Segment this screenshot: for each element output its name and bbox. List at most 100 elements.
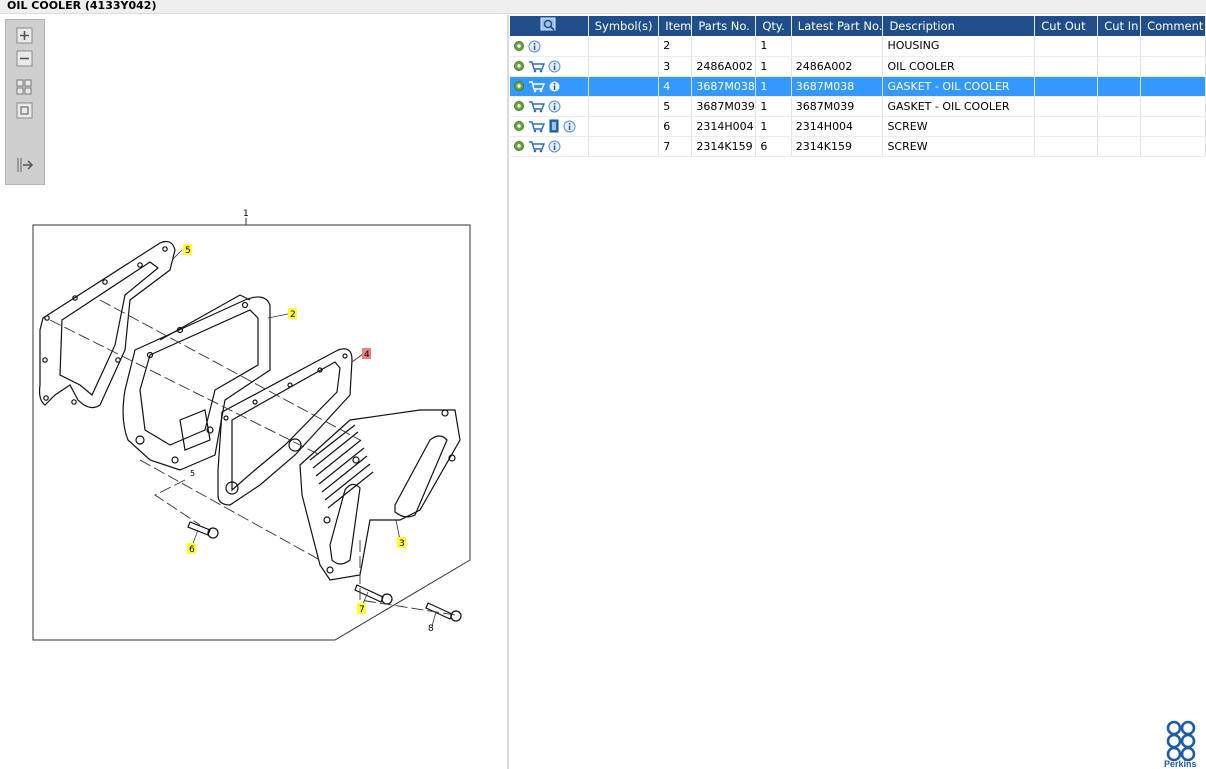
info-icon[interactable] bbox=[548, 100, 561, 113]
cut-in-cell[interactable] bbox=[1097, 136, 1142, 157]
item-cell[interactable]: 5 bbox=[658, 96, 693, 117]
latest-part-cell[interactable]: 2486A002 bbox=[791, 56, 884, 77]
cut-out-cell[interactable] bbox=[1034, 36, 1099, 57]
qty-cell[interactable]: 1 bbox=[755, 96, 792, 117]
comment-cell[interactable] bbox=[1140, 116, 1206, 137]
info-icon[interactable] bbox=[563, 120, 576, 133]
gear-icon[interactable] bbox=[513, 80, 525, 92]
cart-icon[interactable] bbox=[528, 120, 545, 133]
comment-cell[interactable] bbox=[1140, 36, 1206, 57]
cart-icon[interactable] bbox=[528, 80, 545, 93]
item-cell[interactable]: 4 bbox=[658, 76, 693, 97]
gear-icon[interactable] bbox=[513, 120, 525, 132]
callout-5b[interactable]: 5 bbox=[190, 469, 195, 478]
table-row[interactable]: 2 1 HOUSING bbox=[510, 36, 1206, 57]
info-icon[interactable] bbox=[548, 60, 561, 73]
item-cell[interactable]: 3 bbox=[658, 56, 693, 77]
cart-icon[interactable] bbox=[528, 100, 545, 113]
symbols-cell[interactable] bbox=[588, 96, 660, 117]
latest-part-cell[interactable]: 3687M039 bbox=[791, 96, 884, 117]
cut-out-cell[interactable] bbox=[1034, 136, 1099, 157]
description-cell[interactable]: OIL COOLER bbox=[882, 56, 1036, 77]
info-icon[interactable] bbox=[548, 80, 561, 93]
diagram-pane[interactable] bbox=[0, 15, 507, 769]
parts-no-column-header[interactable]: Parts No. bbox=[691, 16, 757, 36]
export-icon[interactable] bbox=[15, 156, 35, 174]
callout-4[interactable]: 4 bbox=[364, 350, 370, 360]
cut-out-cell[interactable] bbox=[1034, 56, 1099, 77]
symbols-cell[interactable] bbox=[588, 136, 660, 157]
cart-icon[interactable] bbox=[528, 60, 545, 73]
cut-in-cell[interactable] bbox=[1097, 116, 1142, 137]
zoom-out-icon[interactable] bbox=[15, 50, 35, 68]
cut-out-cell[interactable] bbox=[1034, 76, 1099, 97]
description-column-header[interactable]: Description bbox=[882, 16, 1036, 36]
comment-column-header[interactable]: Comment bbox=[1140, 16, 1206, 36]
symbols-column-header[interactable]: Symbol(s) bbox=[588, 16, 660, 36]
search-column-header[interactable] bbox=[510, 16, 589, 36]
cut-in-cell[interactable] bbox=[1097, 96, 1142, 117]
callout-3[interactable]: 3 bbox=[399, 539, 405, 549]
cut-out-cell[interactable] bbox=[1034, 116, 1099, 137]
latest-part-cell[interactable]: 2314K159 bbox=[791, 136, 884, 157]
comment-cell[interactable] bbox=[1140, 96, 1206, 117]
symbols-cell[interactable] bbox=[588, 76, 660, 97]
callout-5[interactable]: 5 bbox=[185, 246, 191, 256]
gear-icon[interactable] bbox=[513, 100, 525, 112]
symbols-cell[interactable] bbox=[588, 56, 660, 77]
cut-in-cell[interactable] bbox=[1097, 36, 1142, 57]
item-cell[interactable]: 2 bbox=[658, 36, 693, 57]
callout-8[interactable]: 8 bbox=[428, 624, 434, 634]
gear-icon[interactable] bbox=[513, 140, 525, 152]
symbols-cell[interactable] bbox=[588, 36, 660, 57]
latest-part-cell[interactable] bbox=[791, 36, 884, 57]
description-cell[interactable]: SCREW bbox=[882, 116, 1036, 137]
parts-no-cell[interactable] bbox=[691, 36, 757, 57]
search-icon[interactable] bbox=[540, 17, 558, 33]
info-icon[interactable] bbox=[528, 40, 541, 53]
cut-out-column-header[interactable]: Cut Out bbox=[1034, 16, 1099, 36]
latest-part-column-header[interactable]: Latest Part No. bbox=[791, 16, 884, 36]
fit-all-icon[interactable] bbox=[15, 79, 35, 97]
parts-no-cell[interactable]: 2314K159 bbox=[691, 136, 757, 157]
description-cell[interactable]: GASKET - OIL COOLER bbox=[882, 96, 1036, 117]
pane-splitter[interactable] bbox=[507, 15, 509, 769]
cut-out-cell[interactable] bbox=[1034, 96, 1099, 117]
qty-cell[interactable]: 1 bbox=[755, 36, 792, 57]
item-cell[interactable]: 6 bbox=[658, 116, 693, 137]
qty-cell[interactable]: 1 bbox=[755, 56, 792, 77]
gear-icon[interactable] bbox=[513, 40, 525, 52]
callout-6[interactable]: 6 bbox=[189, 545, 195, 555]
gear-icon[interactable] bbox=[513, 60, 525, 72]
parts-no-cell[interactable]: 2314H004 bbox=[691, 116, 757, 137]
parts-no-cell[interactable]: 3687M039 bbox=[691, 96, 757, 117]
description-cell[interactable]: GASKET - OIL COOLER bbox=[882, 76, 1036, 97]
book-icon[interactable] bbox=[548, 119, 560, 133]
zoom-in-icon[interactable] bbox=[15, 27, 35, 45]
cut-in-cell[interactable] bbox=[1097, 56, 1142, 77]
qty-cell[interactable]: 1 bbox=[755, 116, 792, 137]
description-cell[interactable]: HOUSING bbox=[882, 36, 1036, 57]
comment-cell[interactable] bbox=[1140, 56, 1206, 77]
comment-cell[interactable] bbox=[1140, 76, 1206, 97]
item-column-header[interactable]: Item bbox=[658, 16, 693, 36]
latest-part-cell[interactable]: 3687M038 bbox=[791, 76, 884, 97]
callout-7[interactable]: 7 bbox=[359, 605, 365, 615]
info-icon[interactable] bbox=[548, 140, 561, 153]
parts-no-cell[interactable]: 3687M038 bbox=[691, 76, 757, 97]
item-cell[interactable]: 7 bbox=[658, 136, 693, 157]
comment-cell[interactable] bbox=[1140, 136, 1206, 157]
latest-part-cell[interactable]: 2314H004 bbox=[791, 116, 884, 137]
qty-cell[interactable]: 1 bbox=[755, 76, 792, 97]
qty-cell[interactable]: 6 bbox=[755, 136, 792, 157]
qty-column-header[interactable]: Qty. bbox=[755, 16, 792, 36]
cart-icon[interactable] bbox=[528, 140, 545, 153]
callout-2[interactable]: 2 bbox=[290, 310, 296, 320]
cut-in-cell[interactable] bbox=[1097, 76, 1142, 97]
parts-no-cell[interactable]: 2486A002 bbox=[691, 56, 757, 77]
description-cell[interactable]: SCREW bbox=[882, 136, 1036, 157]
